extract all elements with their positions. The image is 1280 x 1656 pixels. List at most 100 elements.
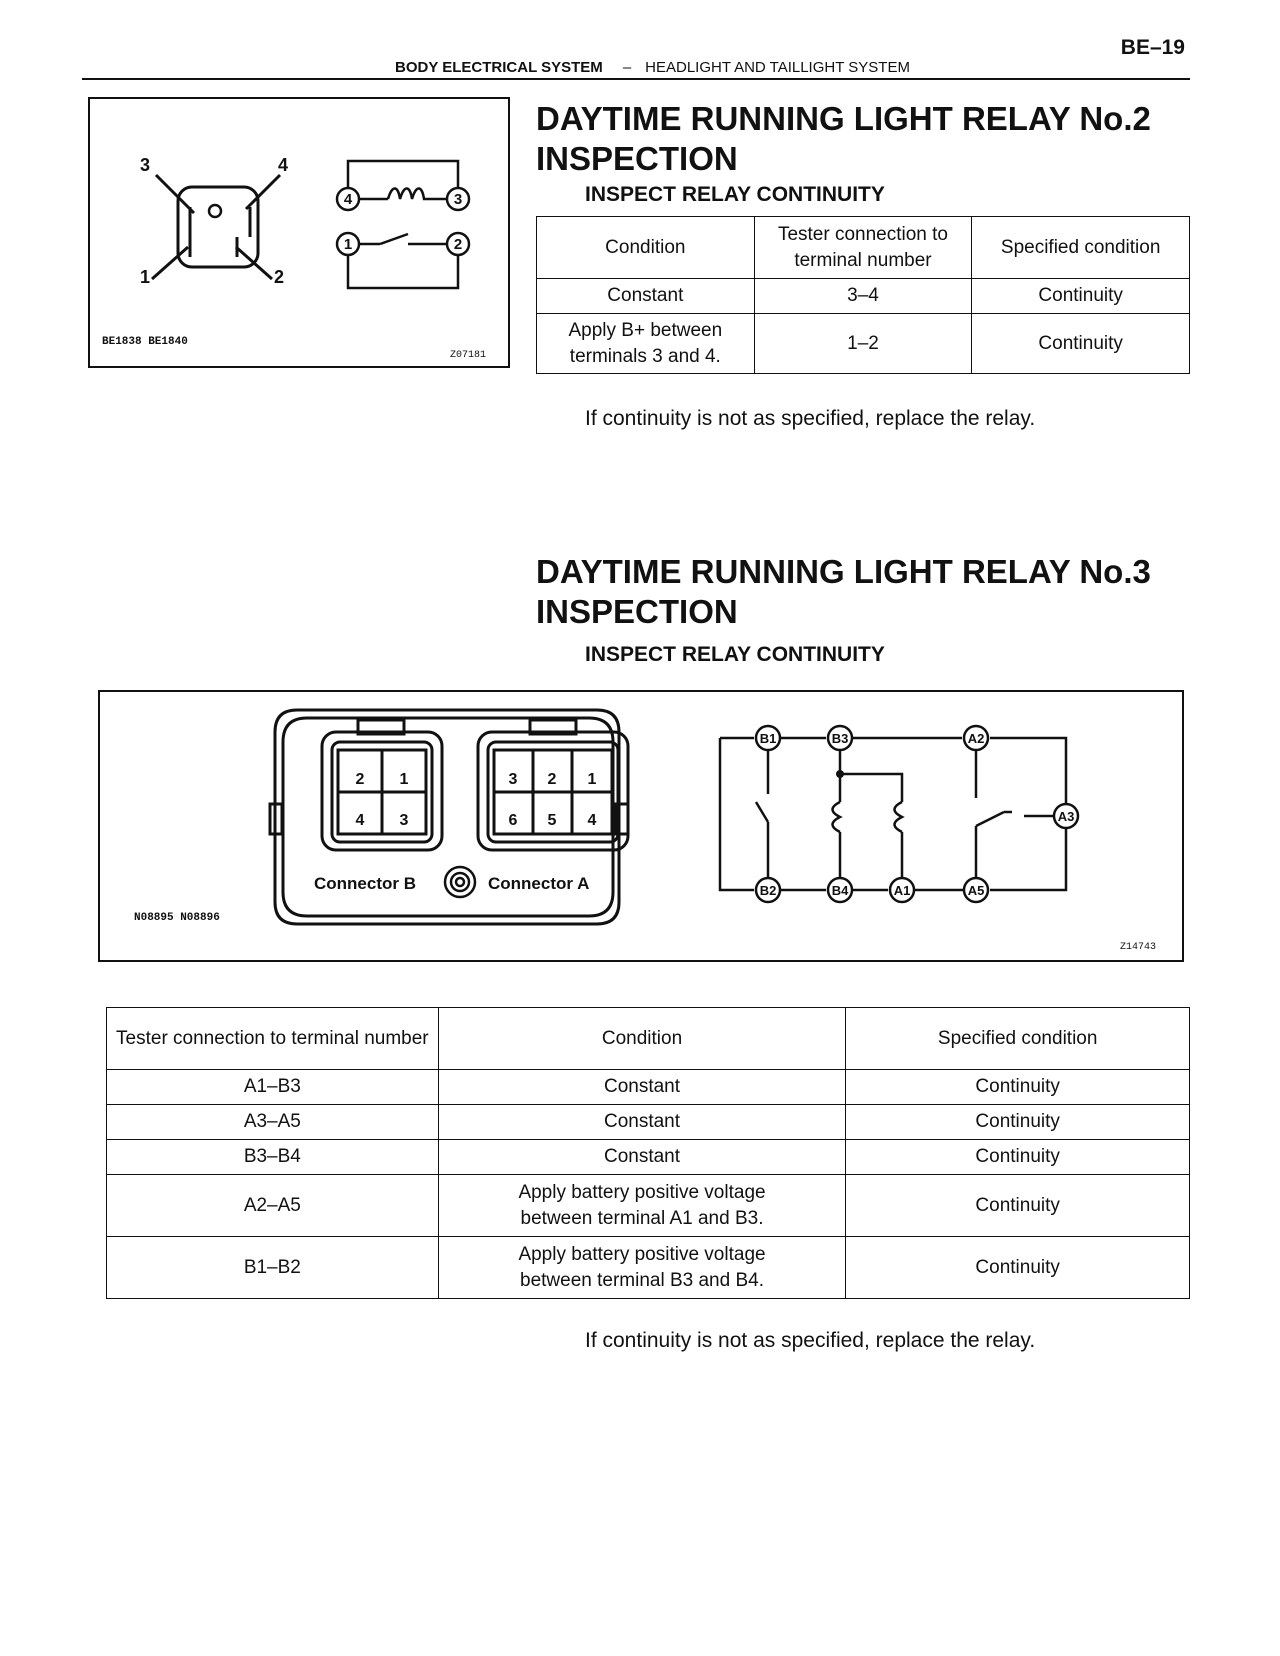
terminal-a3	[1052, 802, 1080, 830]
terminal-a5	[962, 876, 990, 904]
terminal-label-4: 4	[344, 191, 353, 208]
table-header-row: Tester connection to terminal number Con…	[106, 1007, 1190, 1070]
relay3-housing	[273, 708, 621, 926]
terminal-b1	[754, 724, 782, 752]
relay2-coil	[386, 187, 436, 201]
table-row: A2–A5 Apply battery positive voltage bet…	[106, 1174, 1190, 1237]
table-cell: 3–4	[753, 278, 973, 314]
schematic-left-loop	[718, 736, 754, 892]
connector-a-pin: 3	[509, 771, 518, 788]
table-cell: Continuity	[845, 1069, 1190, 1105]
page-number: BE–19	[1120, 36, 1185, 59]
relay2-title-line2: INSPECTION	[536, 140, 738, 177]
table-cell: Continuity	[971, 313, 1190, 374]
table-header-row: Condition Tester connection to terminal …	[536, 216, 1190, 279]
terminal-label-a5: A5	[968, 883, 985, 898]
relay2-figure-code-left: BE1838 BE1840	[102, 336, 188, 348]
connector-a-pin: 2	[548, 771, 557, 788]
relay2-figure-code-right: Z07181	[450, 350, 486, 361]
relay3-housing-inner	[281, 716, 615, 918]
terminal-label-b1: B1	[760, 731, 777, 746]
pin-label-3: 3	[140, 155, 150, 175]
relay2-title: DAYTIME RUNNING LIGHT RELAY No.2 INSPECT…	[536, 99, 1151, 179]
table-cell: Continuity	[971, 278, 1190, 314]
relay2-leader-1	[151, 245, 189, 281]
connector-b-pin: 3	[400, 812, 409, 829]
header-cell: Condition	[437, 1007, 847, 1070]
terminal-label-a2: A2	[968, 731, 985, 746]
connector-a-label: Connector A	[488, 874, 589, 893]
connector-a-latch	[528, 718, 578, 736]
connector-b-pin: 1	[400, 771, 409, 788]
terminal-label-b3: B3	[832, 731, 849, 746]
connector-b-label: Connector B	[314, 874, 416, 893]
table-cell: A2–A5	[106, 1174, 439, 1237]
relay3-diagram: 2 1 4 3 3 2 1 6 5 4 Connector B Connecto…	[134, 708, 1156, 953]
relay2-body	[176, 185, 260, 269]
relay2-diagram: 3 4 1 2 4 3 1 2 BE1838 BE1840 Z07181	[102, 155, 486, 361]
terminal-label-a3: A3	[1058, 809, 1075, 824]
housing-clip-right	[614, 802, 630, 836]
relay3-title: DAYTIME RUNNING LIGHT RELAY No.3 INSPECT…	[536, 552, 1151, 632]
relay2-subhead: INSPECT RELAY CONTINUITY	[585, 183, 885, 206]
table-cell: Continuity	[845, 1236, 1190, 1299]
header-cell: Condition	[536, 216, 755, 279]
relay2-terminal-2	[445, 231, 471, 257]
terminal-b2	[754, 876, 782, 904]
table-cell: 1–2	[753, 313, 973, 374]
terminal-label-b4: B4	[832, 883, 849, 898]
terminal-label-3: 3	[454, 191, 462, 208]
table-cell: B3–B4	[106, 1139, 439, 1175]
table-row: A1–B3 Constant Continuity	[106, 1069, 1190, 1105]
table-row: A3–A5 Constant Continuity	[106, 1104, 1190, 1140]
housing-clip-left	[268, 802, 284, 836]
connector-a-pin: 6	[509, 812, 518, 829]
schematic-switch-b	[754, 750, 770, 878]
schematic-coil-2	[893, 800, 905, 834]
terminal-label-1: 1	[344, 236, 352, 253]
relay2-circuit-bottom	[346, 254, 460, 290]
subsection-title: HEADLIGHT AND TAILLIGHT SYSTEM	[645, 59, 910, 76]
header-cell: Specified condition	[845, 1007, 1190, 1070]
header-cell: Tester connection to terminal number	[753, 216, 973, 279]
terminal-b4	[826, 876, 854, 904]
table-row: Constant 3–4 Continuity	[536, 278, 1190, 314]
relay2-note: If continuity is not as specified, repla…	[585, 407, 1036, 430]
table-cell: Apply B+ between terminals 3 and 4.	[536, 313, 755, 374]
connector-b-pin: 4	[356, 812, 365, 829]
connector-b-shell	[320, 730, 444, 852]
table-cell: Continuity	[845, 1139, 1190, 1175]
pin-label-4: 4	[278, 155, 288, 175]
table-row: B3–B4 Constant Continuity	[106, 1139, 1190, 1175]
header-separator: –	[622, 59, 632, 76]
relay2-terminal-3	[445, 186, 471, 212]
connector-b-face	[330, 740, 434, 844]
relay2-circuit-top	[346, 159, 460, 199]
schematic-switch-a	[974, 750, 1066, 878]
relay2-leader-4	[244, 173, 282, 211]
terminal-a1	[888, 876, 916, 904]
relay3-figure: 2 1 4 3 3 2 1 6 5 4 Connector B Connecto…	[98, 690, 1184, 962]
connector-b-latch	[356, 718, 406, 736]
running-header: BODY ELECTRICAL SYSTEM –HEADLIGHT AND TAI…	[395, 59, 910, 76]
table-cell: Apply battery positive voltage between t…	[437, 1174, 847, 1237]
relay3-figure-code-left: N08895 N08896	[134, 912, 220, 924]
terminal-label-2: 2	[454, 236, 462, 253]
connector-b-pin: 2	[356, 771, 365, 788]
terminal-a2	[962, 724, 990, 752]
relay2-center-hole	[207, 203, 223, 219]
schematic-junction	[836, 770, 844, 778]
table-cell: A3–A5	[106, 1104, 439, 1140]
pin-label-2: 2	[274, 267, 284, 287]
relay3-figure-code-right: Z14743	[1120, 942, 1156, 953]
relay2-title-line1: DAYTIME RUNNING LIGHT RELAY No.2	[536, 100, 1151, 137]
header-rule	[82, 78, 1190, 80]
section-title: BODY ELECTRICAL SYSTEM	[395, 59, 603, 76]
terminal-label-a1: A1	[894, 883, 911, 898]
table-cell: Constant	[437, 1069, 847, 1105]
connector-a-pin: 4	[588, 812, 597, 829]
table-cell: Apply battery positive voltage between t…	[437, 1236, 847, 1299]
connector-a-grid-lines	[494, 750, 612, 834]
connector-a-face	[486, 740, 620, 844]
table-cell: Continuity	[845, 1104, 1190, 1140]
